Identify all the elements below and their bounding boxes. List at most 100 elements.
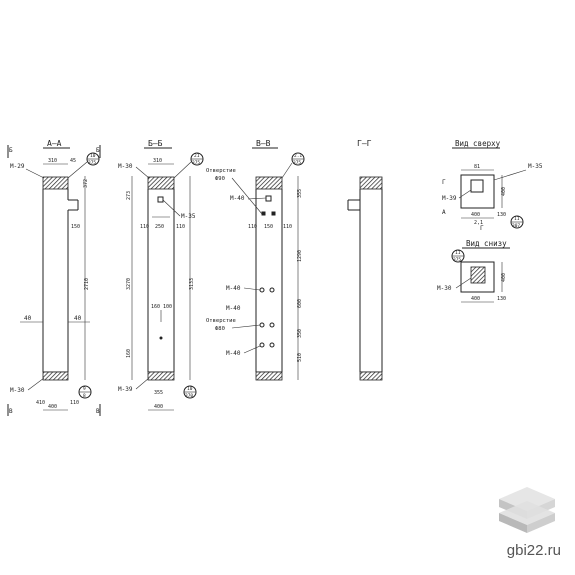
leader-line [243,287,261,291]
embedded-plate [265,195,272,202]
section-vv: В—В Отверстие Ф90 М-40 М-40 М-40 Отверст… [206,139,305,381]
leader-line [458,189,472,199]
watermark-text: gbi22.ru [506,542,561,559]
dim-text: 2710 [84,278,90,290]
callout-bottom: 370 [185,393,193,399]
section-gg-title: Г—Г [357,139,372,148]
callout-bottom: 375 [293,160,301,166]
leader-line [231,324,261,329]
note-text: Ф90 [215,176,225,182]
top-view: Вид сверху 81 Г А Г М-35 М-39 400 400 13… [442,139,543,232]
dim-text: 400 [471,212,480,218]
callout-top: 10 [187,386,193,392]
dim-text: 40 [74,315,82,322]
embedded-mark: М-29 [10,163,25,170]
top-view-title: Вид сверху [455,139,501,148]
column-top-hatch [359,176,383,190]
dim-text: 355 [154,390,163,396]
embedded-mark: М-40 [226,350,241,357]
plan-inner [470,179,484,193]
hole-mark [269,342,275,348]
dim-text: 150 [71,224,80,230]
callout-bottom: 375 [88,160,96,166]
hole-mark [259,322,265,328]
dim-text: 600 [297,299,303,308]
cut-label: Г [480,225,484,232]
callout-bottom: 8 [83,393,86,399]
dim-text: 400 [471,296,480,302]
hole-mark [271,211,276,216]
cut-label-v-left: В [9,408,13,415]
cut-label-b-right: Б [96,147,100,154]
dim-text: 160 [151,304,160,310]
leader-line [27,377,45,391]
dim-text: 310 [48,158,57,164]
note-text: Ф80 [215,326,225,332]
note-text: Отверстие [206,168,236,174]
dim-text: 45 [70,158,76,164]
layers-cube-icon [499,487,555,533]
callout-top: 10 [90,153,96,159]
section-bb-title: Б—Б [148,139,163,148]
section-vv-title: В—В [256,139,271,148]
leader-line [493,169,527,181]
cut-label: Г [442,179,446,186]
dim-text: 510 [297,353,303,362]
hole-mark [269,287,275,293]
embedded-mark: М-35 [528,163,543,170]
dim-text: 350 [297,329,303,338]
dim-text: 1290 [297,250,303,262]
column-top-hatch [42,176,69,190]
plan-outline [460,174,495,209]
leader-line [67,161,88,179]
leader-line [231,177,263,215]
dim-text: 400 [501,187,507,196]
cut-label-v-right: В [96,408,100,415]
dim-text: 110 [248,224,257,230]
column-bottom-hatch [42,371,69,381]
dim-text: 130 [497,212,506,218]
callout-top: 11 [455,250,461,256]
section-aa-title: А—А [47,139,62,148]
embedded-mark: М-40 [230,195,245,202]
embedded-mark: М-39 [118,386,133,393]
dim-text: 160 [126,349,132,358]
callout-bottom: 375 [453,257,461,263]
embedded-mark: М-40 [226,285,241,292]
embedded-mark: М-30 [118,163,133,170]
callout-bottom: 375 [192,160,200,166]
dim-text: 81 [474,164,480,170]
dim-text: 400 [501,273,507,282]
dim-text: 110 [70,400,79,406]
dim-text: 410 [36,400,45,406]
dim-text: 250 [155,224,164,230]
dim-text: 2,1 [474,220,483,226]
dim-text: 110 [140,224,149,230]
dim-text: 100 [163,304,172,310]
hole-mark [269,322,275,328]
embedded-mark: М-35 [181,213,196,220]
callout-top: 9 [83,386,86,392]
cut-label: А [442,209,446,216]
dim-text: 110 [283,224,292,230]
column-bottom-hatch [359,371,383,381]
column-top-hatch [255,176,283,190]
dim-text: 372 [83,179,89,188]
leader-line [247,197,267,200]
embedded-mark: М-30 [437,285,452,292]
hole-mark [259,287,265,293]
section-aa: А—А Б Б 310 45 372 150 2710 40 40 410 40… [7,139,101,416]
dim-text: 40 [24,315,32,322]
leader-line [455,277,472,289]
callout-top: 11 [514,216,520,222]
cut-label-b-left: Б [9,147,13,154]
leader-line [135,377,150,390]
leader-line [281,162,293,179]
callout-bottom: 307 [512,223,520,229]
plan-inner-hatch [470,266,486,284]
note-text: Отверстие [206,318,236,324]
callout-top: 21 [194,153,200,159]
dim-text: 110 [176,224,185,230]
column-top-hatch [147,176,175,190]
